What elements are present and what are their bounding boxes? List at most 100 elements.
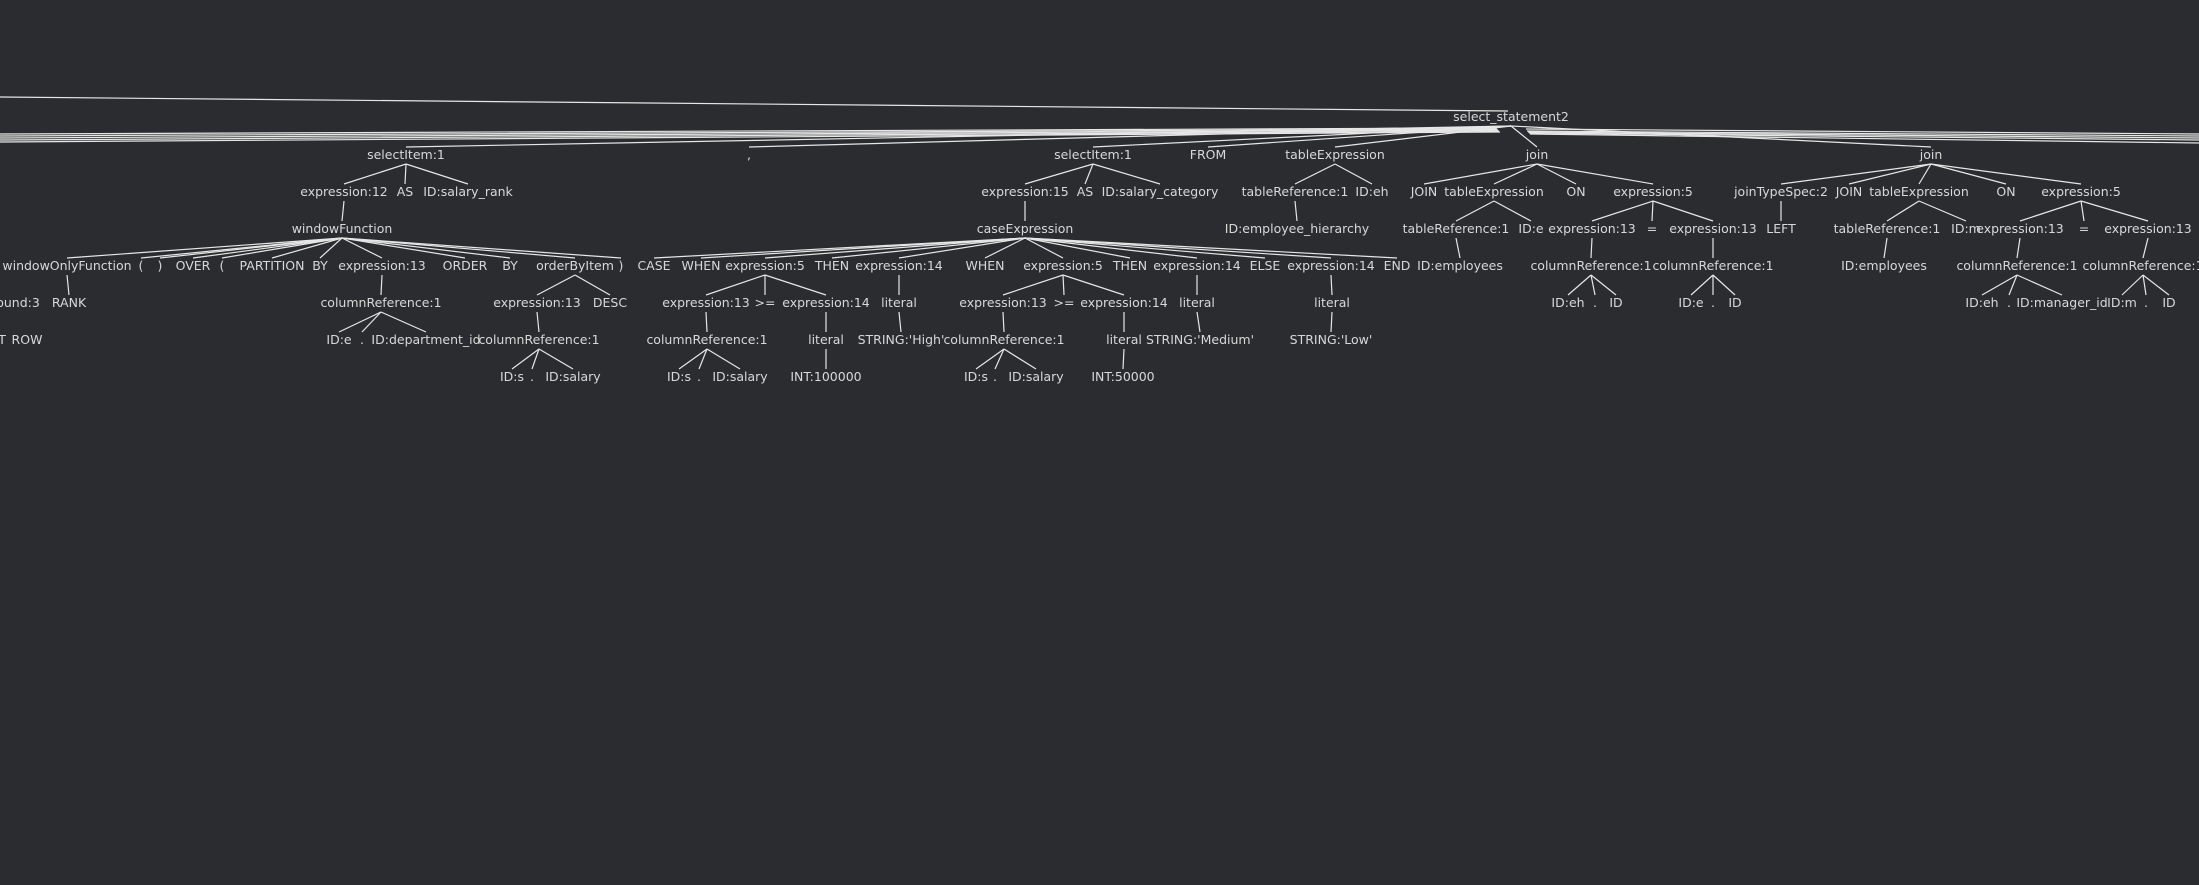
tree-edge: [1525, 128, 2199, 135]
tree-node-label: ID:department_id: [371, 332, 480, 347]
tree-edge: [831, 237, 1026, 259]
tree-edge: [66, 274, 70, 296]
tree-node-label: .: [360, 332, 364, 347]
tree-edge: [0, 127, 1497, 135]
tree-edge: [1690, 274, 1714, 296]
tree-node-label: caseExpression: [977, 221, 1074, 236]
tree-node-label: ELSE: [1250, 258, 1281, 273]
tree-node-label: PARTITION: [240, 258, 305, 273]
tree-node-label: join: [1919, 147, 1943, 162]
tree-edge: [1330, 311, 1333, 333]
tree-edge: [1918, 200, 1967, 222]
tree-node-label: expression:14: [855, 258, 943, 273]
tree-node-label: .: [2144, 295, 2148, 310]
tree-node-label: literal: [808, 332, 844, 347]
tree-edge: [1536, 163, 1654, 185]
tree-edge: [705, 311, 708, 333]
tree-node-label: expression:13: [1976, 221, 2064, 236]
tree-node-label: columnReference:1: [320, 295, 441, 310]
tree-node-label: ID:employees: [1417, 258, 1503, 273]
tree-edge: [1062, 274, 1065, 296]
tree-edge: [1330, 274, 1333, 296]
tree-edge: [1510, 125, 1538, 148]
tree-edge: [1092, 125, 1512, 148]
tree-node-label: ROW: [12, 332, 43, 347]
tree-edge: [678, 348, 708, 370]
tree-edge: [192, 237, 343, 259]
tree-edge: [748, 125, 1512, 148]
tree-node-label: INT:100000: [790, 369, 861, 384]
tree-node-label: WHEN: [965, 258, 1004, 273]
tree-edge: [1567, 274, 1592, 296]
tree-edge: [1024, 237, 1131, 259]
tree-edge: [1930, 163, 2082, 185]
tree-node-label: columnReference:1: [646, 332, 767, 347]
tree-edge: [536, 311, 540, 333]
tree-edge: [574, 274, 611, 296]
tree-node-label: END: [1384, 258, 1411, 273]
tree-node-label: literal: [881, 295, 917, 310]
tree-edge: [380, 311, 427, 333]
tree-edge: [764, 274, 827, 296]
tree-node-label: tableExpression: [1869, 184, 1969, 199]
tree-node-label: ID:manager_id: [2016, 295, 2107, 310]
tree-edge: [705, 274, 766, 296]
tree-node-label: expression:13: [1548, 221, 1636, 236]
tree-node-label: selectItem:1: [1054, 147, 1132, 162]
tree-edge: [698, 348, 708, 370]
tree-edge: [994, 348, 1005, 370]
tree-edge: [984, 237, 1026, 259]
tree-node-label: .: [530, 369, 534, 384]
tree-edge: [1062, 274, 1125, 296]
tree-edge: [1651, 200, 1654, 222]
tree-edge: [1590, 274, 1617, 296]
tree-edge: [1003, 348, 1037, 370]
tree-node-label: THEN: [814, 258, 849, 273]
tree-node-label: expression:12: [300, 184, 388, 199]
tree-node-label: ID:m: [2107, 295, 2137, 310]
tree-node-label: T: [0, 332, 6, 347]
tree-node-label: AS: [397, 184, 414, 199]
tree-node-label: .: [697, 369, 701, 384]
tree-node-label: expression:14: [782, 295, 870, 310]
tree-edge: [1024, 237, 1398, 259]
tree-edge: [341, 237, 466, 259]
tree-edge: [2080, 200, 2085, 222]
tree-edge: [1493, 200, 1532, 222]
tree-edge: [1024, 237, 1064, 259]
tree-edge: [1528, 132, 2199, 141]
tree-node-label: WHEN: [681, 258, 720, 273]
tree-node-label: windowFunction: [292, 221, 393, 236]
tree-node-label: ID:employees: [1841, 258, 1927, 273]
tree-edge: [511, 348, 540, 370]
tree-node-label: expression:13: [1669, 221, 1757, 236]
tree-edge: [1930, 163, 2007, 185]
tree-node-label: literal: [1179, 295, 1215, 310]
tree-node-label: AS: [1077, 184, 1094, 199]
tree-node-label: columnReference:1: [943, 332, 1064, 347]
tree-edge: [1493, 163, 1538, 185]
tree-node-label: LEFT: [1766, 221, 1796, 236]
tree-edge: [1591, 200, 1654, 222]
tree-node-label: expression:13: [959, 295, 1047, 310]
tree-node-label: select_statement2: [1453, 109, 1569, 124]
tree-node-label: BY: [312, 258, 328, 273]
tree-node-label: ON: [1566, 184, 1585, 199]
tree-edge: [1529, 133, 2199, 144]
tree-node-label: OVER: [176, 258, 211, 273]
tree-node-label: expression:14: [1153, 258, 1241, 273]
tree-node-label: join: [1525, 147, 1549, 162]
tree-edge: [1294, 200, 1298, 222]
tree-edge: [1510, 125, 1932, 148]
tree-node-label: .: [1711, 295, 1715, 310]
tree-node-label: expression:14: [1080, 295, 1168, 310]
tree-edge: [343, 163, 407, 185]
tree-edge: [361, 311, 382, 333]
tree-node-label: tableExpression: [1285, 147, 1385, 162]
tree-labels: select_statement2selectItem:1,selectItem…: [0, 109, 2199, 384]
tree-node-label: expression:15: [981, 184, 1069, 199]
tree-node-label: ID:salary: [1008, 369, 1064, 384]
tree-edge: [2080, 200, 2149, 222]
tree-edge: [2019, 200, 2082, 222]
